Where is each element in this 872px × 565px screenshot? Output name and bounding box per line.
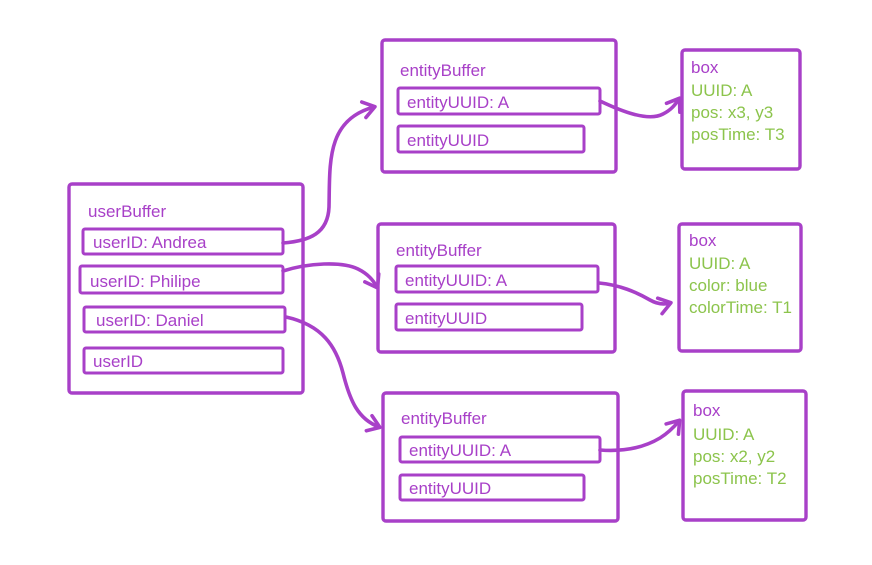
arrow-entitybuffer-top-to-box-top bbox=[598, 96, 682, 119]
entity-buffer-top-title: entityBuffer bbox=[400, 61, 486, 80]
user-row-philipe-label: userID: Philipe bbox=[90, 272, 201, 291]
arrows bbox=[281, 96, 682, 453]
box-top-title: box bbox=[691, 58, 719, 77]
arrow-entitybuffer-middle-to-box-middle bbox=[597, 281, 673, 316]
entity-row: entityUUID bbox=[398, 473, 586, 502]
user-row-daniel-border bbox=[82, 305, 287, 334]
user-row-philipe-border bbox=[78, 264, 285, 295]
user-row-empty-border bbox=[82, 346, 285, 375]
user-buffer-title: userBuffer bbox=[88, 202, 166, 221]
node-entity-buffer-top: entityBuffer entityUUID: A entityUUID bbox=[380, 38, 618, 174]
user-row-daniel-label: userID: Daniel bbox=[96, 311, 204, 330]
box-bottom-line: pos: x2, y2 bbox=[693, 447, 775, 466]
node-entity-buffer-bottom: entityBuffer entityUUID: A entityUUID bbox=[381, 391, 620, 523]
entity-row-border bbox=[398, 473, 586, 502]
entity-row: entityUUID bbox=[396, 124, 586, 154]
box-bottom-line: UUID: A bbox=[693, 425, 755, 444]
user-row-empty-label: userID bbox=[93, 352, 143, 371]
entity-row-label: entityUUID bbox=[409, 479, 491, 498]
arrow-philipe-to-entitybuffer-middle bbox=[281, 262, 381, 290]
user-row-daniel: userID: Daniel bbox=[82, 305, 287, 334]
box-middle-line: colorTime: T1 bbox=[689, 298, 792, 317]
entity-row-border bbox=[394, 264, 600, 294]
node-box-bottom: box UUID: A pos: x2, y2 posTime: T2 bbox=[681, 389, 808, 522]
box-bottom-title: box bbox=[693, 401, 721, 420]
arrow-daniel-to-entitybuffer-bottom bbox=[284, 315, 382, 433]
entity-row-border bbox=[396, 124, 586, 154]
box-middle-border bbox=[677, 222, 803, 353]
entity-row: entityUUID: A bbox=[398, 435, 602, 464]
arrow-entitybuffer-bottom-to-box-bottom bbox=[598, 418, 682, 453]
entity-row-label: entityUUID: A bbox=[409, 441, 512, 460]
user-row-andrea: userID: Andrea bbox=[81, 227, 285, 256]
entity-row-label: entityUUID bbox=[407, 131, 489, 150]
node-box-top: box UUID: A pos: x3, y3 posTime: T3 bbox=[680, 48, 802, 171]
entity-row: entityUUID: A bbox=[394, 264, 600, 294]
box-top-line: pos: x3, y3 bbox=[691, 103, 773, 122]
entity-buffer-middle-title: entityBuffer bbox=[396, 241, 482, 260]
box-top-border bbox=[680, 48, 802, 171]
user-row-philipe: userID: Philipe bbox=[78, 264, 285, 295]
user-row-andrea-label: userID: Andrea bbox=[93, 233, 207, 252]
entity-row: entityUUID: A bbox=[396, 86, 602, 116]
node-user-buffer: userBuffer userID: Andrea userID: Philip… bbox=[67, 182, 305, 395]
node-box-middle: box UUID: A color: blue colorTime: T1 bbox=[677, 222, 803, 353]
user-row-empty: userID bbox=[82, 346, 285, 375]
box-middle-line: UUID: A bbox=[689, 254, 751, 273]
entity-row-border bbox=[394, 302, 584, 332]
box-bottom-line: posTime: T2 bbox=[693, 469, 787, 488]
entity-row-label: entityUUID bbox=[405, 309, 487, 328]
box-bottom-border bbox=[681, 389, 808, 522]
entity-row-label: entityUUID: A bbox=[407, 93, 510, 112]
box-middle-line: color: blue bbox=[689, 276, 767, 295]
entity-row: entityUUID bbox=[394, 302, 584, 332]
box-top-line: UUID: A bbox=[691, 81, 753, 100]
box-middle-title: box bbox=[689, 231, 717, 250]
arrow-andrea-to-entitybuffer-top bbox=[281, 100, 377, 245]
node-entity-buffer-middle: entityBuffer entityUUID: A entityUUID bbox=[376, 222, 617, 354]
box-top-line: posTime: T3 bbox=[691, 125, 785, 144]
entity-buffer-bottom-title: entityBuffer bbox=[401, 409, 487, 428]
entity-row-label: entityUUID: A bbox=[405, 271, 508, 290]
